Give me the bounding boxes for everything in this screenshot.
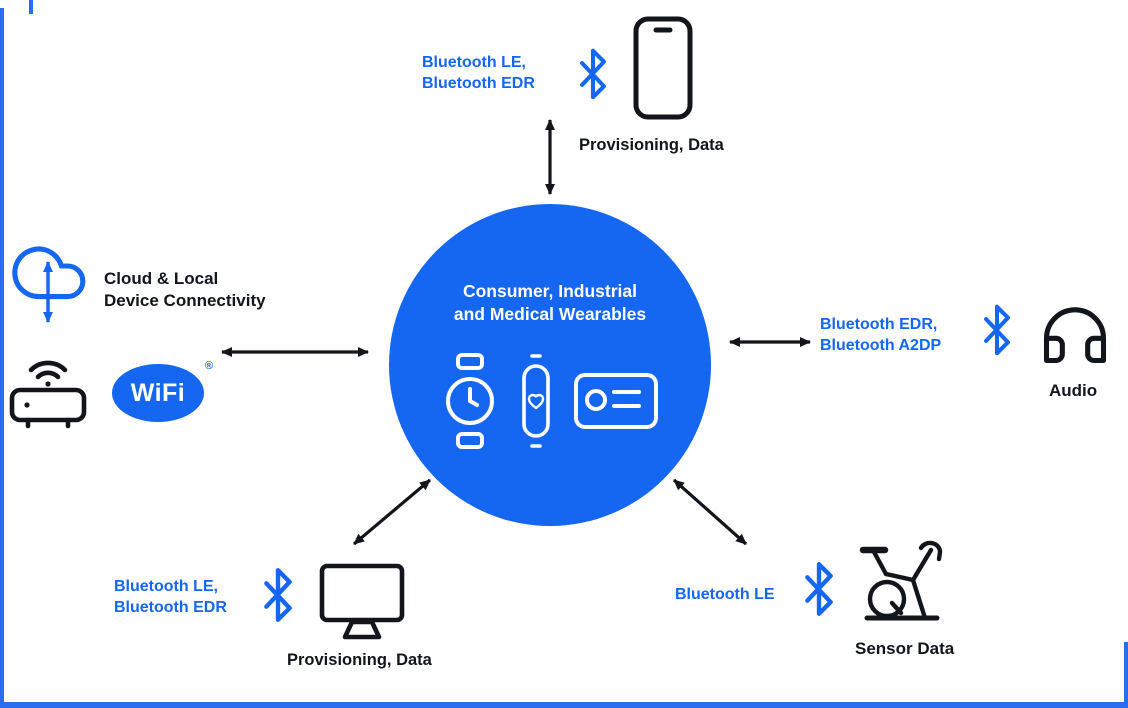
caption-bottom-left: Provisioning, Data: [287, 651, 432, 669]
smartwatch-icon: [441, 351, 499, 451]
smartphone-icon: [631, 15, 695, 121]
caption-bottom-right: Sensor Data: [855, 639, 955, 658]
wifi-logo: WiFi ®: [112, 360, 213, 422]
wearables-hub: Consumer, Industrial and Medical Wearabl…: [389, 204, 711, 526]
frame-edge-bottom: [0, 702, 1128, 708]
arrow-bottom-left: [352, 478, 432, 546]
id-card-icon: [573, 371, 659, 431]
bluetooth-icon-bottom-right: [803, 560, 835, 618]
arrow-right: [729, 337, 811, 347]
desktop-computer-icon: [318, 562, 406, 642]
protocol-label-right: Bluetooth EDR, Bluetooth A2DP: [820, 316, 942, 355]
bluetooth-icon-top: [578, 46, 608, 102]
wifi-registered-mark: ®: [204, 360, 213, 372]
bluetooth-icon-bottom-left: [262, 566, 294, 624]
left-node-title: Cloud & Local Device Connectivity: [104, 269, 266, 311]
wifi-router-icon: [6, 344, 92, 430]
headphones-icon: [1036, 294, 1114, 370]
caption-top: Provisioning, Data: [579, 136, 724, 154]
cloud-sync-icon: [6, 228, 92, 334]
arrow-top: [545, 119, 555, 195]
frame-edge-left: [0, 8, 4, 708]
fitness-band-icon: [519, 350, 553, 452]
caption-right: Audio: [1049, 381, 1098, 400]
arrow-bottom-right: [672, 478, 748, 546]
protocol-label-bottom-left: Bluetooth LE, Bluetooth EDR: [114, 578, 227, 617]
frame-tick-top: [29, 0, 33, 14]
frame-edge-right: [1124, 642, 1128, 708]
hub-title: Consumer, Industrial and Medical Wearabl…: [453, 281, 647, 324]
arrow-left: [221, 347, 369, 357]
wifi-logo-text: WiFi: [130, 378, 186, 407]
hub-icons: [441, 350, 659, 452]
bluetooth-icon-right: [982, 302, 1012, 358]
protocol-label-top: Bluetooth LE, Bluetooth EDR: [422, 54, 535, 93]
exercise-bike-icon: [845, 528, 955, 628]
protocol-label-bottom-right: Bluetooth LE: [675, 586, 775, 603]
